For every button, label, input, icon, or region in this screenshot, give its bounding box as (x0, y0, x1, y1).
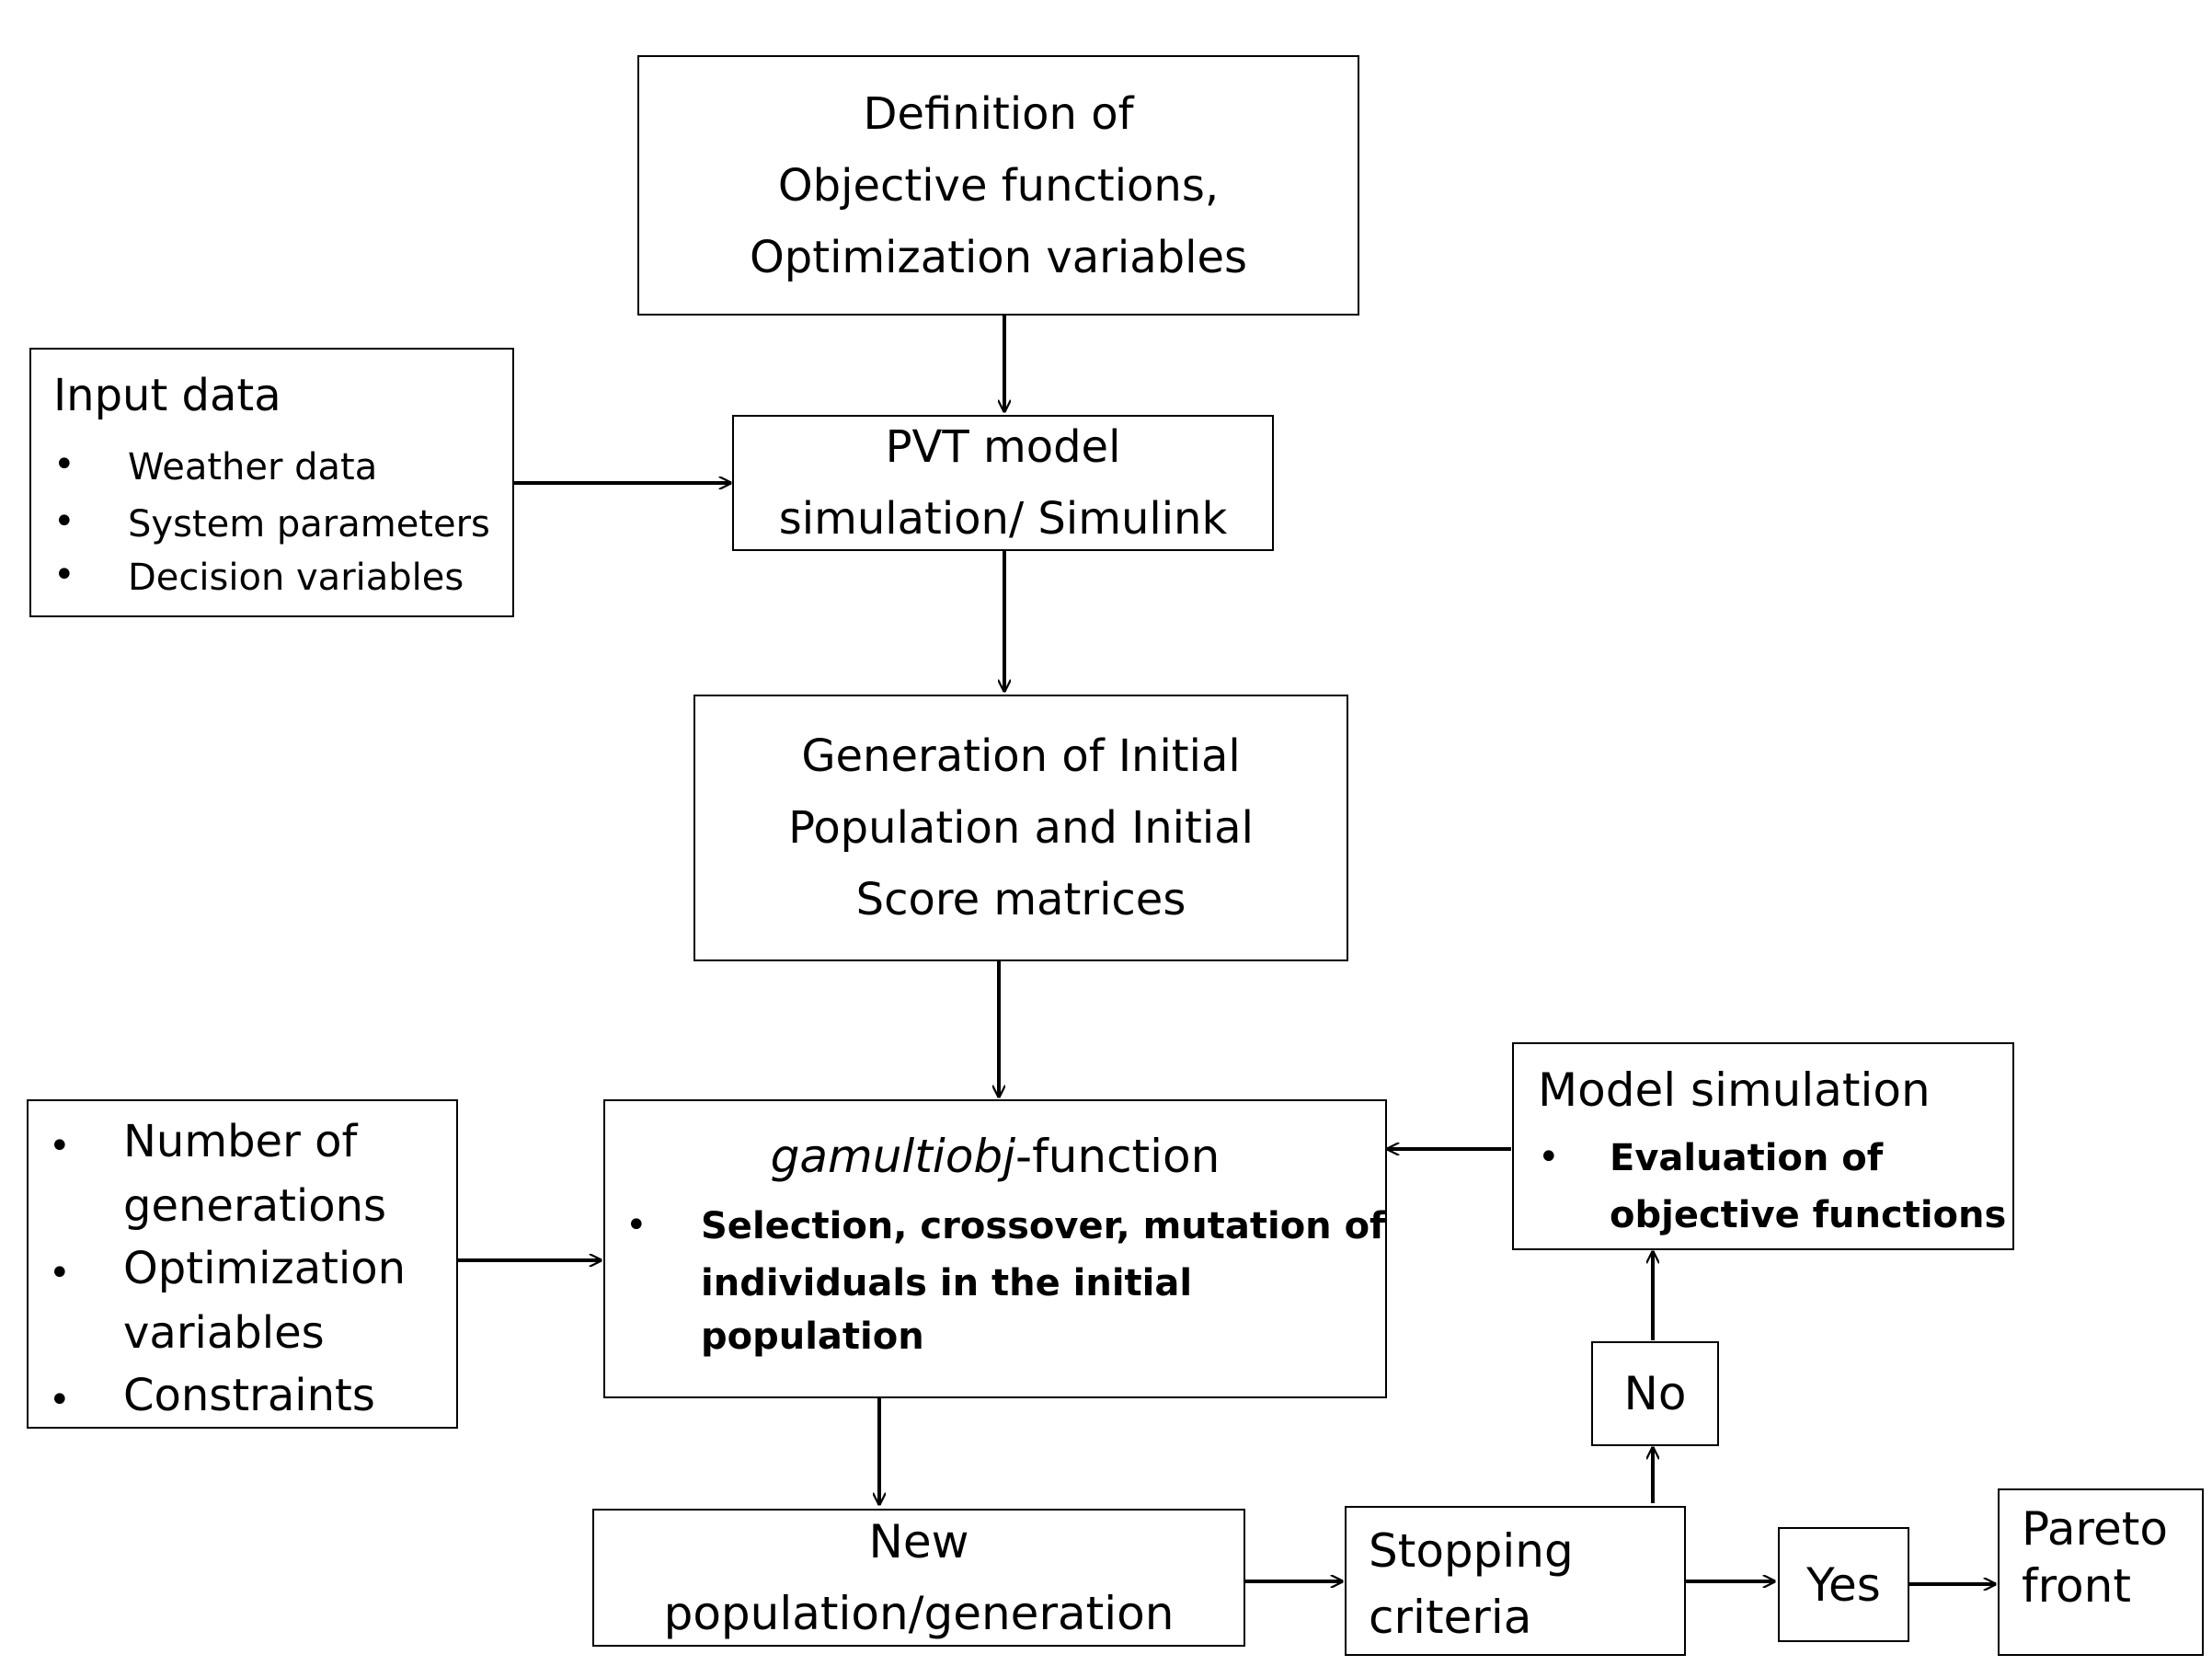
model-simulation-item-line-1: Evaluation of (1610, 1137, 1884, 1179)
no-label: No (1623, 1367, 1687, 1420)
input-bullet-1: • (53, 443, 75, 486)
input-item-weather: Weather data (128, 446, 378, 488)
generation-box: Generation of Initial Population and Ini… (693, 695, 1348, 961)
params-item-generations-line-2: generations (123, 1180, 387, 1232)
input-item-decision: Decision variables (128, 557, 464, 599)
input-item-system: System parameters (128, 503, 490, 546)
model-simulation-box: Model simulation • Evaluation of objecti… (1512, 1042, 2014, 1250)
gamultiobj-title: gamultiobj-function (605, 1127, 1385, 1186)
definition-line-2: Objective functions, (777, 159, 1220, 212)
definition-box: Definition of Objective functions, Optim… (637, 55, 1359, 316)
pareto-line-2: front (2022, 1559, 2131, 1613)
input-bullet-2: • (53, 500, 75, 543)
definition-line-1: Definition of (863, 87, 1134, 140)
gamultiobj-title-italic: gamultiobj (770, 1130, 1016, 1183)
gamultiobj-box: gamultiobj-function • Selection, crossov… (603, 1099, 1387, 1398)
input-data-box: Input data • Weather data • System param… (29, 348, 514, 617)
model-simulation-bullet: • (1538, 1136, 1560, 1178)
stopping-line-1: Stopping (1369, 1524, 1574, 1578)
params-item-generations-line-1: Number of (123, 1116, 358, 1167)
definition-line-3: Optimization variables (750, 231, 1247, 283)
pvt-model-box: PVT model simulation/ Simulink (732, 415, 1274, 551)
params-bullet-1: • (49, 1125, 71, 1167)
params-bullet-3: • (49, 1379, 71, 1421)
stopping-line-2: criteria (1369, 1591, 1532, 1644)
input-data-title: Input data (53, 370, 281, 421)
params-item-constraints: Constraints (123, 1370, 375, 1421)
new-population-line-1: New (868, 1515, 969, 1568)
generation-line-3: Score matrices (855, 874, 1186, 925)
parameters-box: • Number of generations • Optimization v… (27, 1099, 458, 1429)
model-simulation-title: Model simulation (1538, 1063, 1931, 1117)
params-bullet-2: • (49, 1252, 71, 1294)
generation-line-1: Generation of Initial (801, 730, 1241, 782)
yes-box: Yes (1778, 1527, 1909, 1642)
input-bullet-3: • (53, 554, 75, 596)
no-box: No (1591, 1341, 1719, 1446)
gamultiobj-item-line-3: population (701, 1316, 924, 1358)
gamultiobj-item-line-1: Selection, crossover, mutation of (701, 1205, 1386, 1247)
model-simulation-item-line-2: objective functions (1610, 1194, 2007, 1236)
gamultiobj-title-suffix: -function (1015, 1130, 1221, 1183)
generation-line-2: Population and Initial (788, 802, 1254, 854)
new-population-line-2: population/generation (663, 1587, 1175, 1640)
params-item-optimization-line-1: Optimization (123, 1243, 407, 1294)
pareto-line-1: Pareto (2022, 1502, 2168, 1556)
yes-label: Yes (1806, 1557, 1881, 1612)
pareto-front-box: Pareto front (1998, 1488, 2204, 1656)
gamultiobj-item-line-2: individuals in the initial (701, 1262, 1193, 1304)
stopping-criteria-box: Stopping criteria (1345, 1506, 1686, 1656)
new-population-box: New population/generation (592, 1509, 1245, 1647)
pvt-line-2: simulation/ Simulink (778, 493, 1228, 545)
gamultiobj-bullet: • (625, 1204, 648, 1247)
params-item-optimization-line-2: variables (123, 1307, 325, 1359)
pvt-line-1: PVT model (885, 421, 1121, 473)
